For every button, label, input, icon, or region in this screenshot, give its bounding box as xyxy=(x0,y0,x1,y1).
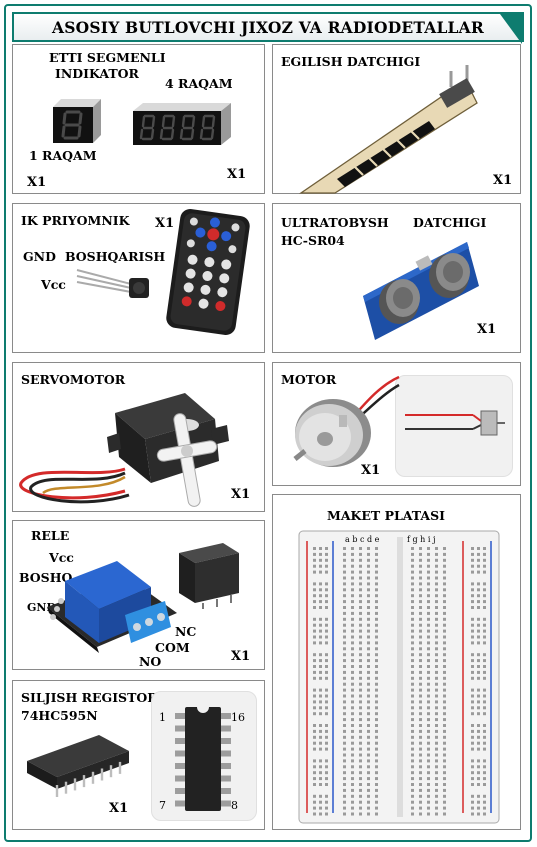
remote-control-icon xyxy=(166,209,250,335)
pin-7-label: 7 xyxy=(159,799,166,812)
ic-pinout-icon xyxy=(175,707,231,811)
pin-1-label: 1 xyxy=(159,711,166,724)
seven-segment-title-1: ETTI SEGMENLI xyxy=(49,50,166,65)
ir-receiver-title: IK PRIYOMNIK xyxy=(21,213,130,228)
motor-title: MOTOR xyxy=(281,372,337,387)
ir-pin-vcc: Vcc xyxy=(41,277,66,292)
flex-sensor-icon xyxy=(298,65,478,194)
motor-schematic-icon xyxy=(405,410,505,436)
panel-seven-segment: ETTI SEGMENLI INDIKATOR 4 RAQAM 1 RAQAM … xyxy=(12,44,265,194)
panel-shift-register: SILJISH REGISTORI 74HC595N X1 1 16 7 8 xyxy=(12,680,265,830)
breadboard-cols-left: a b c d e xyxy=(345,535,380,544)
relay-component-icon xyxy=(179,543,239,609)
ir-pin-gnd: GND xyxy=(23,249,56,264)
panel-relay: RELE Vcc BOSHQ GND NC COM NO X1 xyxy=(12,520,265,670)
breadboard-cols-right: f g h i j xyxy=(407,535,436,544)
shift-register-title: SILJISH REGISTORI xyxy=(21,690,164,705)
qty-relay: X1 xyxy=(231,649,251,664)
dc-motor-icon xyxy=(293,375,400,467)
qty-servo: X1 xyxy=(231,487,251,502)
one-digit-display-icon xyxy=(53,99,101,143)
ultrasonic-title-1: ULTRATOBYSH xyxy=(281,215,389,230)
ultrasonic-title-2: DATCHIGI xyxy=(413,215,487,230)
servo-motor-icon xyxy=(19,393,229,507)
relay-module-icon xyxy=(47,561,177,653)
relay-pin-com: COM xyxy=(155,640,190,655)
qty-ultrasonic: X1 xyxy=(477,322,497,337)
panel-ir-receiver: IK PRIYOMNIK X1 GND BOSHQARISH Vcc xyxy=(12,203,265,353)
ir-pin-signal: BOSHQARISH xyxy=(65,249,166,264)
panel-ultrasonic: ULTRATOBYSH DATCHIGI HC-SR04 X1 xyxy=(272,203,521,353)
relay-pin-no: NO xyxy=(139,654,162,669)
breadboard-title: MAKET PLATASI xyxy=(327,508,445,523)
ir-sensor-icon xyxy=(76,269,149,298)
breadboard-icon xyxy=(298,530,500,824)
seven-segment-four-digit-label: 4 RAQAM xyxy=(165,76,233,91)
qty-seven-segment-right: X1 xyxy=(227,167,247,182)
relay-pin-vcc: Vcc xyxy=(49,550,74,565)
ultrasonic-model: HC-SR04 xyxy=(281,233,345,248)
four-digit-display-icon xyxy=(133,103,231,145)
relay-pin-nc: NC xyxy=(175,624,197,639)
qty-shift-register: X1 xyxy=(109,801,129,816)
panel-motor: MOTOR X1 xyxy=(272,362,521,486)
relay-title: RELE xyxy=(31,528,70,543)
pin-8-label: 8 xyxy=(231,799,238,812)
flex-sensor-title: EGILISH DATCHIGI xyxy=(281,54,421,69)
page-title: ASOSIY BUTLOVCHI JIXOZ VA RADIODETALLAR xyxy=(52,17,484,37)
pin-16-label: 16 xyxy=(231,711,245,724)
qty-ir-receiver: X1 xyxy=(155,216,175,231)
ultrasonic-sensor-icon xyxy=(363,242,479,340)
relay-pin-ctrl: BOSHQ xyxy=(19,570,73,585)
ic-chip-icon xyxy=(27,735,129,797)
qty-motor: X1 xyxy=(361,463,381,478)
seven-segment-one-digit-label: 1 RAQAM xyxy=(29,148,97,163)
qty-flex-sensor: X1 xyxy=(493,173,513,188)
panel-servo: SERVOMOTOR X1 xyxy=(12,362,265,512)
panel-flex-sensor: EGILISH DATCHIGI X1 xyxy=(272,44,521,194)
seven-segment-title-2: INDIKATOR xyxy=(55,66,139,81)
qty-seven-segment-left: X1 xyxy=(27,175,47,190)
shift-register-model: 74HC595N xyxy=(21,708,98,723)
title-bar: ASOSIY BUTLOVCHI JIXOZ VA RADIODETALLAR xyxy=(12,12,524,44)
servo-title: SERVOMOTOR xyxy=(21,372,126,387)
title-corner-decoration xyxy=(500,14,522,44)
panel-breadboard: MAKET PLATASI a b c d e f g h i j xyxy=(272,494,521,830)
